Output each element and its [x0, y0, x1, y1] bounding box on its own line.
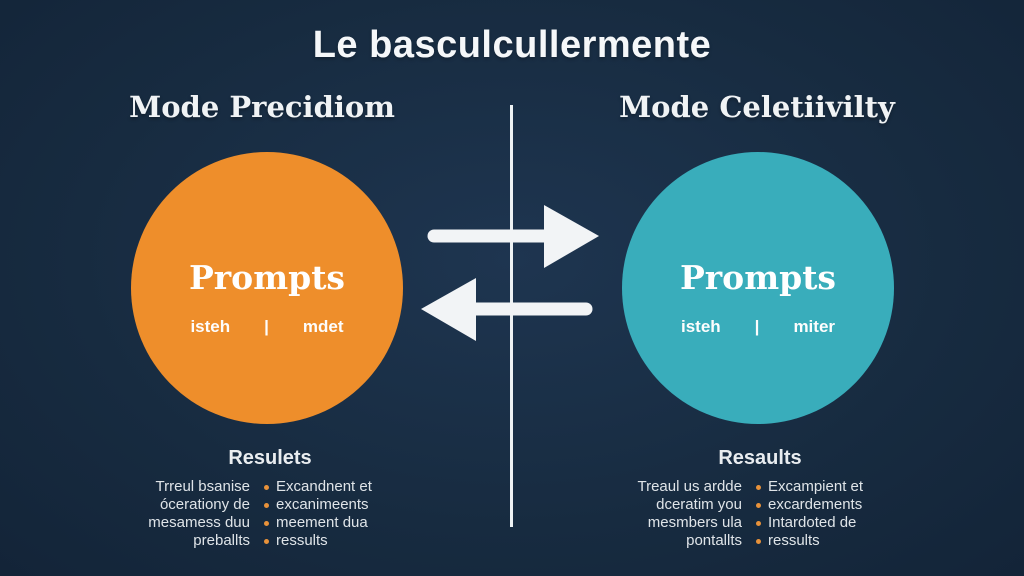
circle-sub-right-word: mdet	[302, 316, 344, 336]
bullet-icon	[264, 520, 269, 526]
list-item: Excampient et	[756, 478, 863, 496]
list-item: ressults	[264, 532, 372, 550]
bullet-icon	[264, 502, 269, 508]
mode-heading-right: Mode Celetiivilty	[619, 90, 895, 124]
list-item-label: Excampient et	[768, 478, 864, 495]
list-item: Intardoted de	[756, 514, 863, 532]
plain-column: Trreul bsanise ócerationy de mesamess du…	[126, 478, 250, 550]
list-item-label: Intardoted de	[768, 514, 857, 531]
circle-sub-divider: |	[754, 316, 760, 336]
bullet-icon	[756, 502, 761, 508]
bullet-icon	[756, 520, 761, 526]
list-item-label: ressults	[768, 532, 820, 549]
list-item-label: Excandnent et	[276, 478, 372, 495]
list-item: ressults	[756, 532, 863, 550]
circle-sub-divider: |	[264, 316, 269, 336]
bullet-column: Excampient et excardements Intardoted de…	[756, 478, 863, 550]
circle-subtext-right: isteh | miter	[681, 317, 835, 337]
list-item: preballts	[193, 532, 250, 549]
circle-sub-left-word: isteh	[680, 316, 721, 336]
list-item-label: excardements	[768, 496, 863, 513]
circle-title-left: Prompts	[188, 257, 346, 297]
divider-line	[510, 105, 513, 527]
list-item: meement dua	[264, 514, 372, 532]
list-item: mesamess duu	[148, 514, 250, 531]
circle-subtext-left: isteh | mdet	[190, 317, 343, 337]
prompts-circle-left: Prompts isteh | mdet	[131, 152, 403, 424]
swap-arrows	[421, 205, 599, 341]
list-item-label: excanimeents	[276, 496, 369, 513]
mode-heading-left: Mode Precidiom	[129, 90, 395, 124]
results-list-left: Trreul bsanise ócerationy de mesamess du…	[126, 478, 418, 550]
list-item: pontallts	[686, 532, 742, 549]
list-item: Trreul bsanise	[155, 478, 250, 495]
list-item: excardements	[756, 496, 863, 514]
bullet-column: Excandnent et excanimeents meement dua r…	[264, 478, 372, 550]
list-item: excanimeents	[264, 496, 372, 514]
bullet-icon	[264, 538, 269, 544]
list-item: mesmbers ula	[647, 514, 742, 531]
bullet-icon	[264, 484, 269, 490]
arrow-right-icon	[427, 205, 599, 268]
results-list-right: Treaul us ardde dceratim you mesmbers ul…	[618, 478, 910, 550]
bullet-icon	[756, 484, 761, 490]
circle-title-right: Prompts	[679, 257, 837, 297]
results-heading-left: Resulets	[228, 447, 312, 469]
bullet-icon	[756, 538, 761, 544]
circle-sub-right-word: miter	[793, 316, 836, 336]
results-heading-right: Resaults	[718, 447, 802, 469]
circle-sub-left-word: isteh	[190, 316, 231, 336]
plain-column: Treaul us ardde dceratim you mesmbers ul…	[618, 478, 742, 550]
list-item: ócerationy de	[159, 496, 250, 513]
list-item: Excandnent et	[264, 478, 372, 496]
list-item: Treaul us ardde	[637, 478, 742, 495]
list-item: dceratim you	[656, 496, 742, 513]
list-item-label: ressults	[276, 532, 328, 549]
arrow-left-icon	[421, 278, 593, 341]
page-title: Le basculcullermente	[312, 24, 712, 66]
prompts-circle-right: Prompts isteh | miter	[622, 152, 894, 424]
list-item-label: meement dua	[276, 514, 368, 531]
